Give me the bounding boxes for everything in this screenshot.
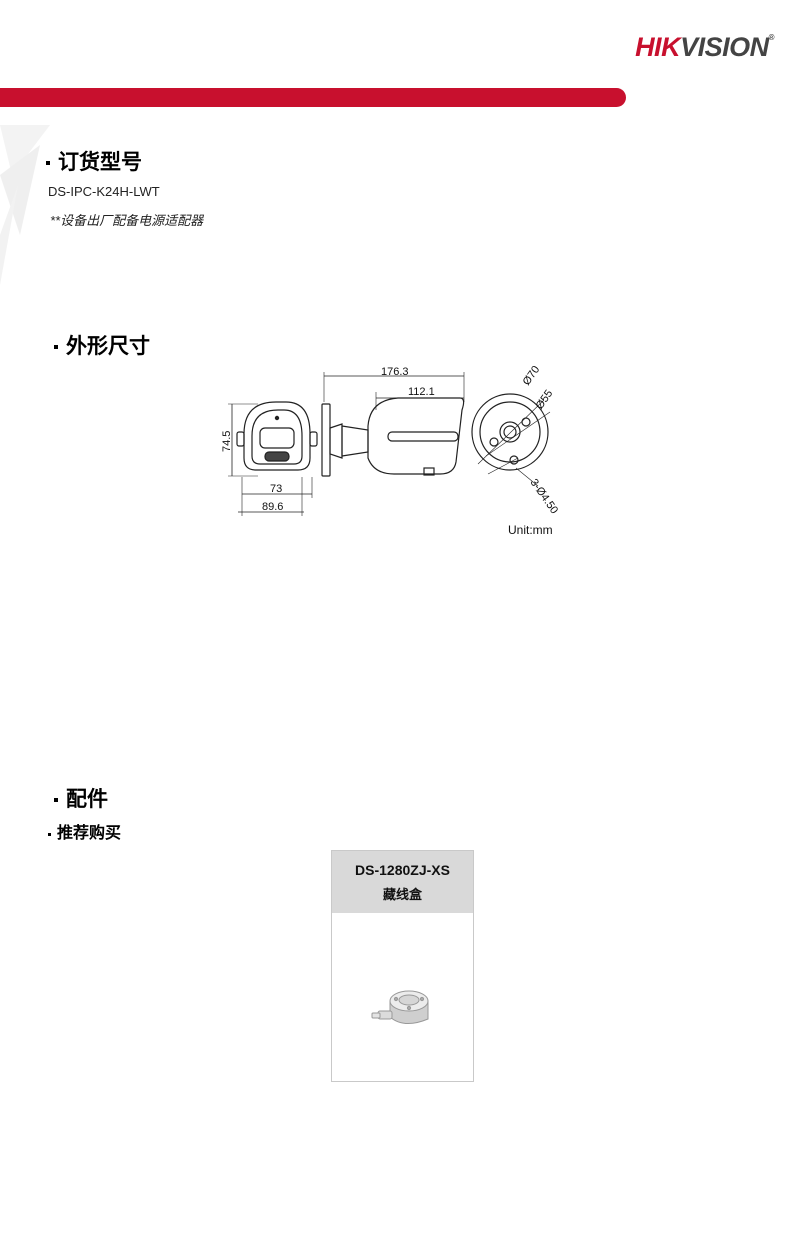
bullet-icon: [54, 797, 58, 802]
header-red-bar: [0, 88, 626, 107]
dim-base-outer-diameter: Ø70: [521, 364, 543, 388]
dim-unit-label: Unit:mm: [508, 523, 553, 537]
dimension-drawing: 176.3 112.1 74.5 73 89.6 Ø70 Ø55 3-Ø4.50…: [221, 364, 561, 537]
bullet-icon: [46, 160, 50, 165]
accessory-card[interactable]: DS-1280ZJ-XS 藏线盒: [331, 850, 474, 1082]
accessories-title-text: 配件: [66, 788, 108, 811]
dim-height: 74.5: [221, 431, 233, 452]
decorative-star-graphic: [0, 125, 50, 285]
accessory-part-number: DS-1280ZJ-XS: [355, 861, 450, 878]
logo-registered-mark: ®: [768, 33, 775, 42]
dimensions-section-title: 外形尺寸: [54, 336, 150, 357]
recommended-subtitle: 推荐购买: [48, 826, 121, 842]
camera-front-view: [228, 401, 318, 516]
order-model-number: DS-IPC-K24H-LWT: [48, 184, 160, 199]
order-note: **设备出厂配备电源适配器: [50, 213, 204, 228]
accessory-card-header: DS-1280ZJ-XS 藏线盒: [332, 851, 473, 913]
dim-length-body: 112.1: [408, 386, 435, 398]
junction-box-icon: [371, 990, 429, 1024]
accessories-section-title: 配件: [54, 789, 108, 810]
hikvision-logo: HIKVISION®: [635, 34, 774, 61]
camera-base-view: [471, 393, 551, 487]
ordering-section-title: 订货型号: [46, 152, 142, 173]
logo-hik-text: HIK: [635, 32, 681, 62]
dim-mount-holes: 3-Ø4.50: [528, 477, 561, 516]
dim-overall-width: 89.6: [262, 501, 283, 513]
recommended-subtitle-text: 推荐购买: [57, 825, 122, 842]
accessory-name: 藏线盒: [382, 886, 422, 902]
dim-length-total: 176.3: [381, 366, 409, 378]
dim-base-inner-diameter: Ø55: [534, 388, 556, 412]
bullet-icon: [48, 832, 51, 836]
bullet-icon: [54, 344, 58, 349]
dim-front-width: 73: [270, 483, 282, 495]
ordering-title-text: 订货型号: [58, 151, 142, 174]
logo-vision-text: VISION: [680, 32, 769, 62]
dimensions-title-text: 外形尺寸: [66, 335, 150, 358]
camera-side-view: [321, 372, 465, 477]
